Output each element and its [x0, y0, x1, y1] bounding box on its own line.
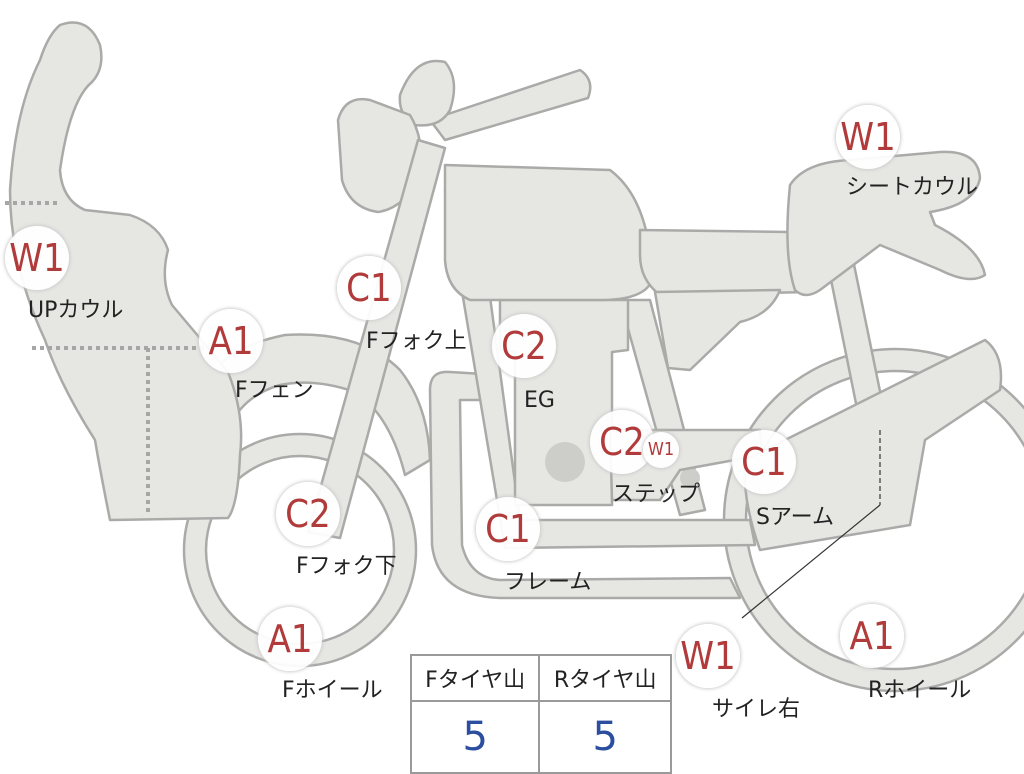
- rear-tire-value: 5: [539, 701, 671, 773]
- part-label-up-cowl: UPカウル: [28, 298, 123, 324]
- under-seat-shape: [655, 290, 780, 370]
- grade-badge-muffler-right: W1: [676, 624, 740, 688]
- part-label-seat-cowl: シートカウル: [846, 175, 978, 201]
- grade-badge-r-wheel: A1: [840, 604, 904, 668]
- front-tire-value: 5: [411, 701, 539, 773]
- grade-badge-up-cowl: W1: [5, 226, 69, 290]
- seat-cowl-shape: [787, 152, 985, 295]
- front-tire-header: Fタイヤ山: [411, 655, 539, 701]
- rear-tire-header: Rタイヤ山: [539, 655, 671, 701]
- part-label-f-fork-lower: Fフォク下: [296, 554, 397, 580]
- tire-table-header-row: Fタイヤ山 Rタイヤ山: [411, 655, 671, 701]
- part-label-muffler-right: サイレ右: [712, 697, 800, 723]
- grade-badge-step-secondary: W1: [643, 432, 679, 468]
- part-label-swing-arm: Sアーム: [756, 505, 834, 531]
- part-label-f-fender: Fフェン: [235, 378, 314, 404]
- grade-badge-frame: C1: [476, 497, 540, 561]
- grade-badge-f-fender: A1: [199, 309, 263, 373]
- fuel-tank-shape: [445, 165, 652, 300]
- tire-table-value-row: 5 5: [411, 701, 671, 773]
- grade-badge-f-wheel: A1: [258, 607, 322, 671]
- part-label-f-wheel: Fホイール: [282, 678, 383, 704]
- part-label-frame: フレーム: [504, 570, 591, 596]
- engine-cover-shape: [545, 442, 585, 482]
- seat-shape: [640, 230, 810, 295]
- part-label-r-wheel: Rホイール: [868, 678, 971, 704]
- part-label-step: ステップ: [612, 482, 700, 508]
- grade-badge-seat-cowl: W1: [836, 105, 900, 169]
- grade-badge-engine: C2: [492, 314, 556, 378]
- grade-badge-f-fork-upper: C1: [337, 256, 401, 320]
- part-label-engine: EG: [524, 388, 555, 414]
- tire-tread-table: Fタイヤ山 Rタイヤ山 5 5: [410, 654, 672, 774]
- grade-badge-f-fork-lower: C2: [276, 482, 340, 546]
- part-label-f-fork-upper: Fフォク上: [366, 329, 467, 355]
- grade-badge-swing-arm: C1: [732, 430, 796, 494]
